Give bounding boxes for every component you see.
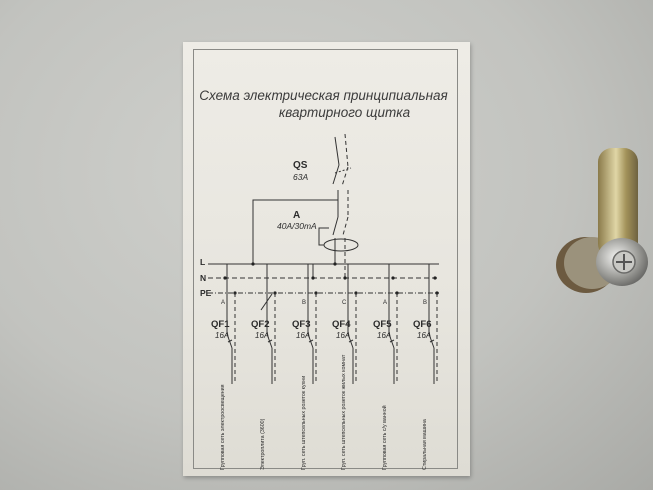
rcd-trip-loop (318, 227, 329, 246)
junction-dot (314, 291, 318, 295)
junction-dot (433, 276, 437, 280)
sheet-border (193, 49, 458, 469)
breaker-circuit-label: Групповая сеть электроосвещения (220, 384, 226, 470)
breaker-circuit-label: Груп. сеть штепсельных розеток кухни (301, 376, 307, 470)
breaker-trip-mark (267, 339, 273, 343)
incoming-wire (334, 136, 340, 166)
main-switch-name: QS (293, 160, 308, 171)
rcd-blade (332, 216, 339, 236)
breaker-name: QF5 (373, 319, 392, 330)
breaker-link-mark (260, 293, 273, 311)
breaker-phase-label: А (383, 300, 387, 306)
breaker-rating: 16А (377, 331, 391, 340)
rcd-rating: 40А/30mA (277, 221, 317, 231)
lock-handle (598, 148, 638, 258)
cabinet-lock-handle-icon[interactable] (548, 140, 653, 310)
junction-dot (435, 291, 439, 295)
junction-dot (233, 291, 237, 295)
breaker-phase-label: В (302, 300, 306, 306)
schematic-label-sheet: Схема электрическая принципиальная кварт… (183, 42, 470, 476)
breaker-trip-mark (348, 339, 354, 343)
incoming-wire-neutral (344, 133, 349, 168)
junction-dot (223, 276, 227, 280)
breaker-phase-label: А (221, 300, 225, 306)
diagram-title: Схема электрическая принципиальная кварт… (183, 87, 470, 121)
breaker-circuit-label: Электроплита (3600) (260, 418, 266, 470)
diagram-title-line-1: Схема электрическая принципиальная (199, 88, 448, 103)
breaker-trip-mark (227, 339, 233, 343)
bus-label-pe: PE (200, 288, 212, 298)
breaker-circuit-label: Стиральная машина (422, 419, 428, 470)
breaker-rating: 16А (417, 331, 431, 340)
junction-dot (395, 291, 399, 295)
junction-dot (251, 262, 255, 266)
rcd-feed-group (312, 263, 335, 278)
bus-label-n: N (200, 273, 206, 283)
breaker-name: QF1 (211, 319, 230, 330)
breaker-name: QF6 (413, 319, 431, 330)
main-switch-link (334, 167, 352, 174)
breaker-circuit-label: Групповая сеть с/у ванной (381, 405, 388, 470)
breaker-name: QF4 (332, 319, 351, 330)
bus-label-l: L (200, 257, 205, 267)
junction-dot (311, 276, 315, 280)
main-switch-blade (332, 164, 340, 185)
breaker-name: QF3 (292, 319, 310, 330)
junction-dot (333, 262, 337, 266)
main-switch-rating: 63А (293, 172, 308, 182)
junction-dot (343, 276, 347, 280)
rcd-toroid (323, 238, 359, 252)
breaker-phase-label: В (423, 300, 427, 306)
breaker-rating: 16А (296, 331, 310, 340)
breaker-trip-mark (429, 339, 435, 343)
breaker-rating: 16А (255, 331, 269, 340)
junction-dot (391, 276, 395, 280)
junction-dot (354, 291, 358, 295)
junction-dot (273, 291, 277, 295)
breaker-rating: 16А (215, 331, 229, 340)
wiring-schematic: QS 63А А 40А/30mA L N PE QF116ААГруппова… (200, 133, 439, 470)
breaker-phase-label: С (342, 300, 347, 306)
breaker-trip-mark (389, 339, 395, 343)
diagram-title-line-2: квартирного щитка (278, 105, 411, 120)
feed-wire-l (252, 199, 338, 264)
breaker-trip-mark (308, 339, 314, 343)
breaker-rating: 16А (336, 331, 350, 340)
main-switch-blade-2 (341, 166, 349, 187)
breaker-name: QF2 (251, 319, 269, 330)
rcd-blade-2 (342, 216, 349, 236)
breaker-circuit-label: Груп. сеть штепсельных розеток жилых ком… (341, 354, 347, 470)
rcd-name: А (293, 210, 300, 221)
